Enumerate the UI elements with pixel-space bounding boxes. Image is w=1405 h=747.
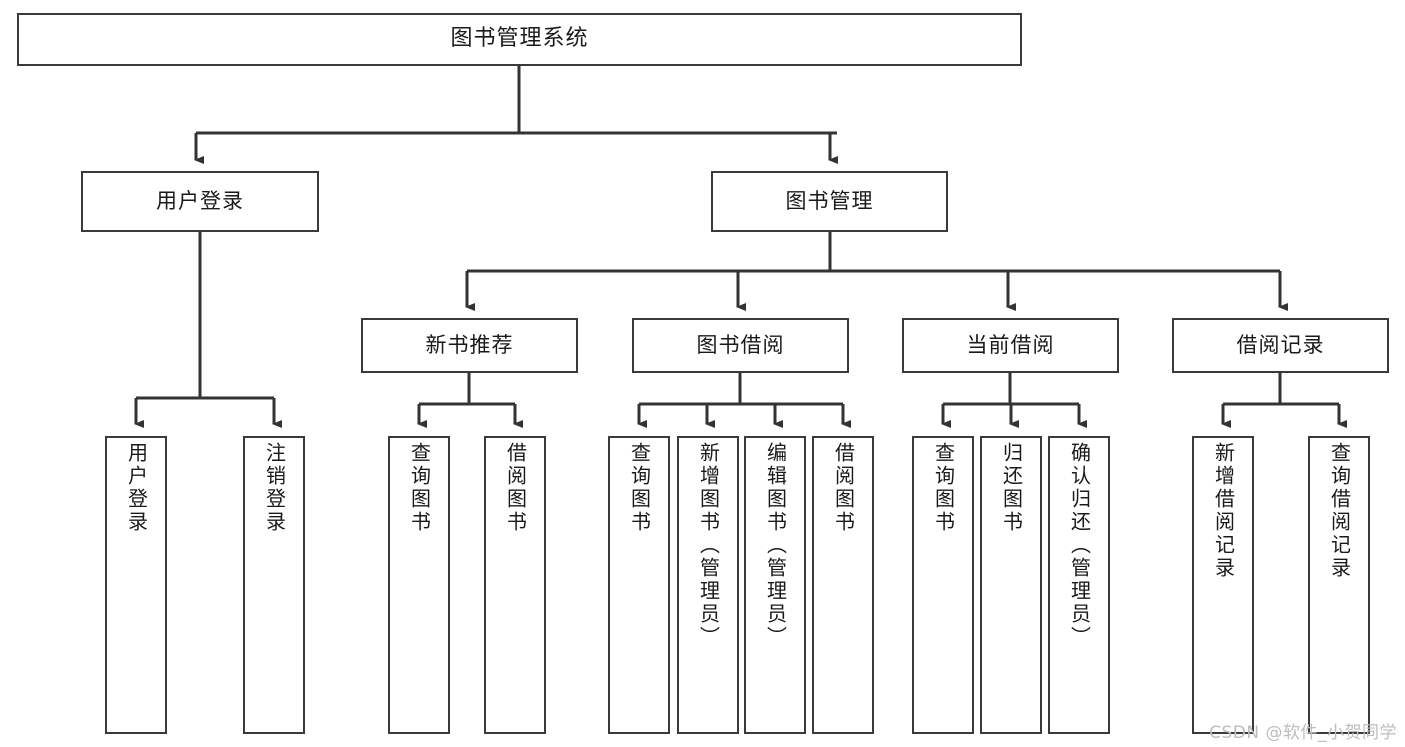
node-label: 查询图书 (407, 442, 432, 534)
node-leaf-query-book-3[interactable]: 查询图书 (912, 436, 974, 734)
node-leaf-add-book[interactable]: 新增图书（管理员） (677, 436, 739, 734)
node-leaf-user-login[interactable]: 用户登录 (105, 436, 167, 734)
node-leaf-add-record[interactable]: 新增借阅记录 (1192, 436, 1254, 734)
node-label: 编辑图书（管理员） (763, 442, 788, 649)
node-current-borrow[interactable]: 当前借阅 (902, 318, 1119, 373)
node-root-system[interactable]: 图书管理系统 (17, 13, 1022, 66)
node-label: 新书推荐 (425, 332, 514, 357)
node-leaf-borrow-book-1[interactable]: 借阅图书 (484, 436, 546, 734)
node-label: 查询借阅记录 (1327, 442, 1352, 580)
node-user-login[interactable]: 用户登录 (81, 171, 319, 232)
node-book-borrow[interactable]: 图书借阅 (632, 318, 849, 373)
csdn-watermark: CSDN @软件_小贺同学 (1209, 723, 1397, 743)
node-label: 图书管理 (785, 188, 874, 213)
node-label: 借阅图书 (831, 442, 856, 534)
node-borrow-record[interactable]: 借阅记录 (1172, 318, 1389, 373)
node-label: 图书借阅 (696, 332, 785, 357)
node-label: 新增借阅记录 (1211, 442, 1236, 580)
node-leaf-query-book-2[interactable]: 查询图书 (608, 436, 670, 734)
node-label: 用户登录 (124, 442, 149, 534)
node-book-manage[interactable]: 图书管理 (711, 171, 948, 232)
node-label: 当前借阅 (966, 332, 1055, 357)
node-leaf-edit-book[interactable]: 编辑图书（管理员） (744, 436, 806, 734)
node-label: 查询图书 (931, 442, 956, 534)
node-leaf-query-record[interactable]: 查询借阅记录 (1308, 436, 1370, 734)
node-leaf-borrow-book-2[interactable]: 借阅图书 (812, 436, 874, 734)
node-label: 用户登录 (156, 188, 244, 213)
node-new-book-recommend[interactable]: 新书推荐 (361, 318, 578, 373)
node-label: 查询图书 (627, 442, 652, 534)
node-leaf-user-logout[interactable]: 注销登录 (243, 436, 305, 734)
node-label: 确认归还（管理员） (1067, 442, 1092, 649)
node-leaf-confirm-return[interactable]: 确认归还（管理员） (1048, 436, 1110, 734)
node-label: 注销登录 (262, 442, 287, 534)
node-label: 借阅图书 (503, 442, 528, 534)
node-label: 归还图书 (999, 442, 1024, 534)
node-label: 借阅记录 (1236, 332, 1325, 357)
node-label: 新增图书（管理员） (696, 442, 721, 649)
node-label: 图书管理系统 (450, 26, 589, 52)
node-leaf-query-book-1[interactable]: 查询图书 (388, 436, 450, 734)
node-leaf-return-book[interactable]: 归还图书 (980, 436, 1042, 734)
